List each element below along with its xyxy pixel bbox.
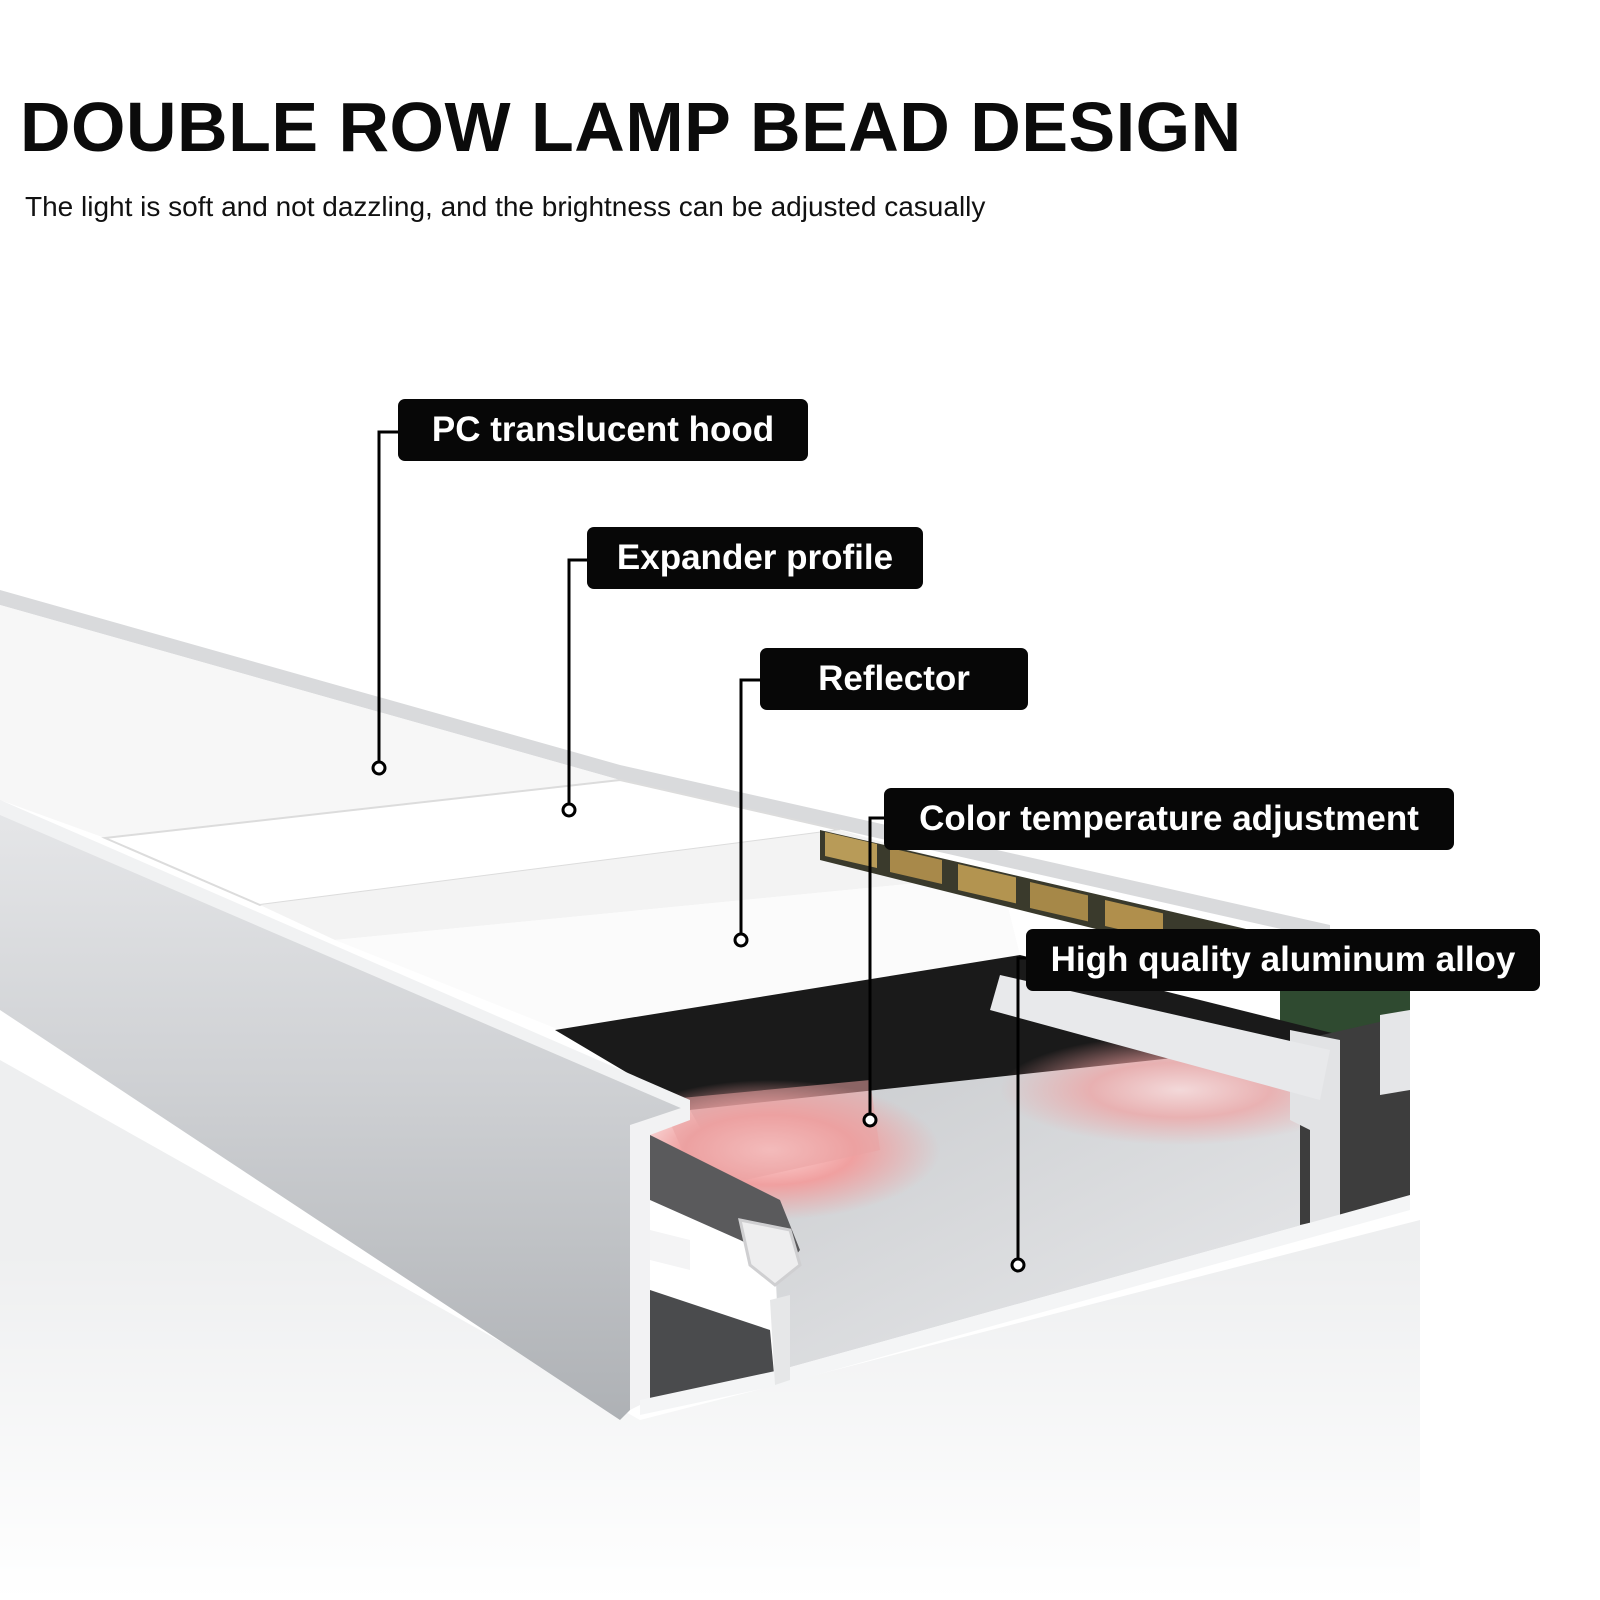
- dot-aluminum: [1010, 1257, 1026, 1273]
- dot-expander: [561, 802, 577, 818]
- callout-color-temperature-adjustment: Color temperature adjustment: [884, 788, 1454, 850]
- callout-reflector: Reflector: [760, 648, 1028, 710]
- translucent-hood: [0, 605, 620, 838]
- page-title: DOUBLE ROW LAMP BEAD DESIGN: [20, 88, 1242, 166]
- profile-right-end: [990, 975, 1410, 1226]
- callout-expander-profile: Expander profile: [587, 527, 923, 589]
- profile-side-wall: [0, 800, 690, 1420]
- leader-dots: [371, 760, 1026, 1273]
- callout-high-quality-aluminum-alloy: High quality aluminum alloy: [1026, 929, 1540, 991]
- dot-pc-hood: [371, 760, 387, 776]
- page-subtitle: The light is soft and not dazzling, and …: [25, 191, 986, 222]
- dot-reflector: [733, 932, 749, 948]
- back-rail: [0, 590, 1330, 940]
- profile-front-end: [630, 1105, 1410, 1415]
- callout-pc-translucent-hood: PC translucent hood: [398, 399, 808, 461]
- reflector-panel: [335, 875, 1020, 1030]
- leader-lines: [377, 430, 1026, 1265]
- dot-color-temp: [862, 1112, 878, 1128]
